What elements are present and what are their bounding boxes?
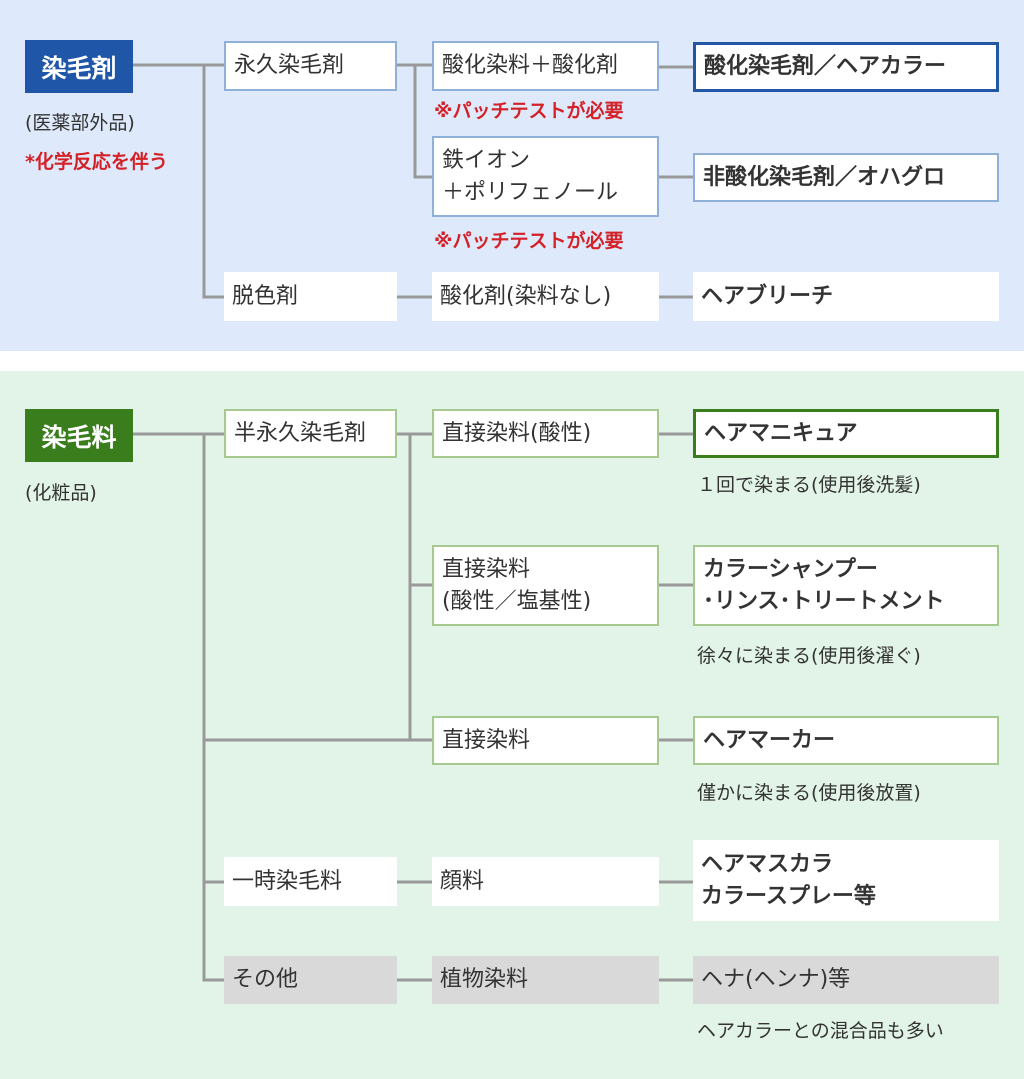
quasi-drug-label: (医薬部外品) <box>25 112 135 134</box>
hair-bleach-label: ヘアブリーチ <box>701 283 834 309</box>
hair-marker-note: 僅かに染まる(使用後放置) <box>697 782 921 804</box>
hair-manicure-label: ヘアマニキュア <box>704 420 858 446</box>
semi-permanent-box: 半永久染毛剤 <box>224 409 397 458</box>
non-oxidation-ohaguro-label: 非酸化染毛剤／オハグロ <box>703 164 946 190</box>
oxidation-hair-color-label: 酸化染毛剤／ヘアカラー <box>704 54 947 79</box>
oxidation-hair-color-box: 酸化染毛剤／ヘアカラー <box>693 42 999 92</box>
pigment-label: 顔料 <box>440 868 485 894</box>
oxidizer-no-dye-box: 酸化剤(染料なし) <box>432 272 659 321</box>
henna-label: ヘナ(ヘンナ)等 <box>701 967 851 992</box>
oxidation-patch-test-warning: ※パッチテストが必要 <box>434 100 624 122</box>
plant-dye-box: 植物染料 <box>432 956 659 1004</box>
plant-dye-label: 植物染料 <box>440 967 529 992</box>
direct-dye-label: 直接染料 <box>442 727 531 753</box>
other-label: その他 <box>232 967 299 992</box>
direct-dye-box: 直接染料 <box>432 716 659 765</box>
semi-permanent-label: 半永久染毛剤 <box>234 420 367 446</box>
chemical-reaction-note: *化学反応を伴う <box>25 151 168 173</box>
pigment-box: 顔料 <box>432 857 659 906</box>
henna-note: ヘアカラーとの混合品も多い <box>697 1020 944 1042</box>
hair-dye-header: 染毛剤 <box>25 40 133 93</box>
non-oxidation-ohaguro-box: 非酸化染毛剤／オハグロ <box>693 153 999 202</box>
henna-box: ヘナ(ヘンナ)等 <box>693 956 999 1004</box>
bleach-box: 脱色剤 <box>224 272 397 321</box>
color-shampoo-line1: カラーシャンプー <box>703 556 878 582</box>
permanent-dye-box: 永久染毛剤 <box>224 41 397 91</box>
bleach-label: 脱色剤 <box>232 283 299 309</box>
iron-polyphenol-line1: 鉄イオン <box>442 147 531 173</box>
hair-manicure-box: ヘアマニキュア <box>693 409 999 458</box>
oxidizer-no-dye-label: 酸化剤(染料なし) <box>440 283 612 309</box>
hair-mascara-line1: ヘアマスカラ <box>701 851 834 877</box>
hair-marker-label: ヘアマーカー <box>703 727 836 753</box>
direct-dye-acid-label: 直接染料(酸性) <box>442 420 592 446</box>
other-box: その他 <box>224 956 397 1004</box>
oxidation-dye-label: 酸化染料＋酸化剤 <box>442 53 619 78</box>
hair-marker-box: ヘアマーカー <box>693 716 999 765</box>
color-shampoo-line2: ･リンス･トリートメント <box>703 588 945 614</box>
direct-dye-acid-basic-line2: (酸性／塩基性) <box>442 588 592 614</box>
temporary-hair-color-label: 一時染毛料 <box>232 868 343 894</box>
color-shampoo-note: 徐々に染まる(使用後濯ぐ) <box>697 645 921 667</box>
direct-dye-acid-basic-box: 直接染料 (酸性／塩基性) <box>432 545 659 626</box>
hair-color-cosmetic-header: 染毛料 <box>25 409 133 462</box>
color-shampoo-box: カラーシャンプー ･リンス･トリートメント <box>693 545 999 626</box>
hair-manicure-note: １回で染まる(使用後洗髪) <box>697 474 921 496</box>
direct-dye-acid-box: 直接染料(酸性) <box>432 409 659 458</box>
direct-dye-acid-basic-line1: 直接染料 <box>442 556 531 582</box>
permanent-dye-label: 永久染毛剤 <box>234 53 345 78</box>
hair-mascara-box: ヘアマスカラ カラースプレー等 <box>693 840 999 921</box>
iron-polyphenol-line2: ＋ポリフェノール <box>442 179 619 205</box>
oxidation-dye-box: 酸化染料＋酸化剤 <box>432 41 659 91</box>
cosmetic-label: (化粧品) <box>25 482 97 504</box>
iron-patch-test-warning: ※パッチテストが必要 <box>434 230 624 252</box>
hair-mascara-line2: カラースプレー等 <box>701 883 876 909</box>
iron-polyphenol-box: 鉄イオン ＋ポリフェノール <box>432 136 659 217</box>
hair-bleach-box: ヘアブリーチ <box>693 272 999 321</box>
temporary-hair-color-box: 一時染毛料 <box>224 857 397 906</box>
